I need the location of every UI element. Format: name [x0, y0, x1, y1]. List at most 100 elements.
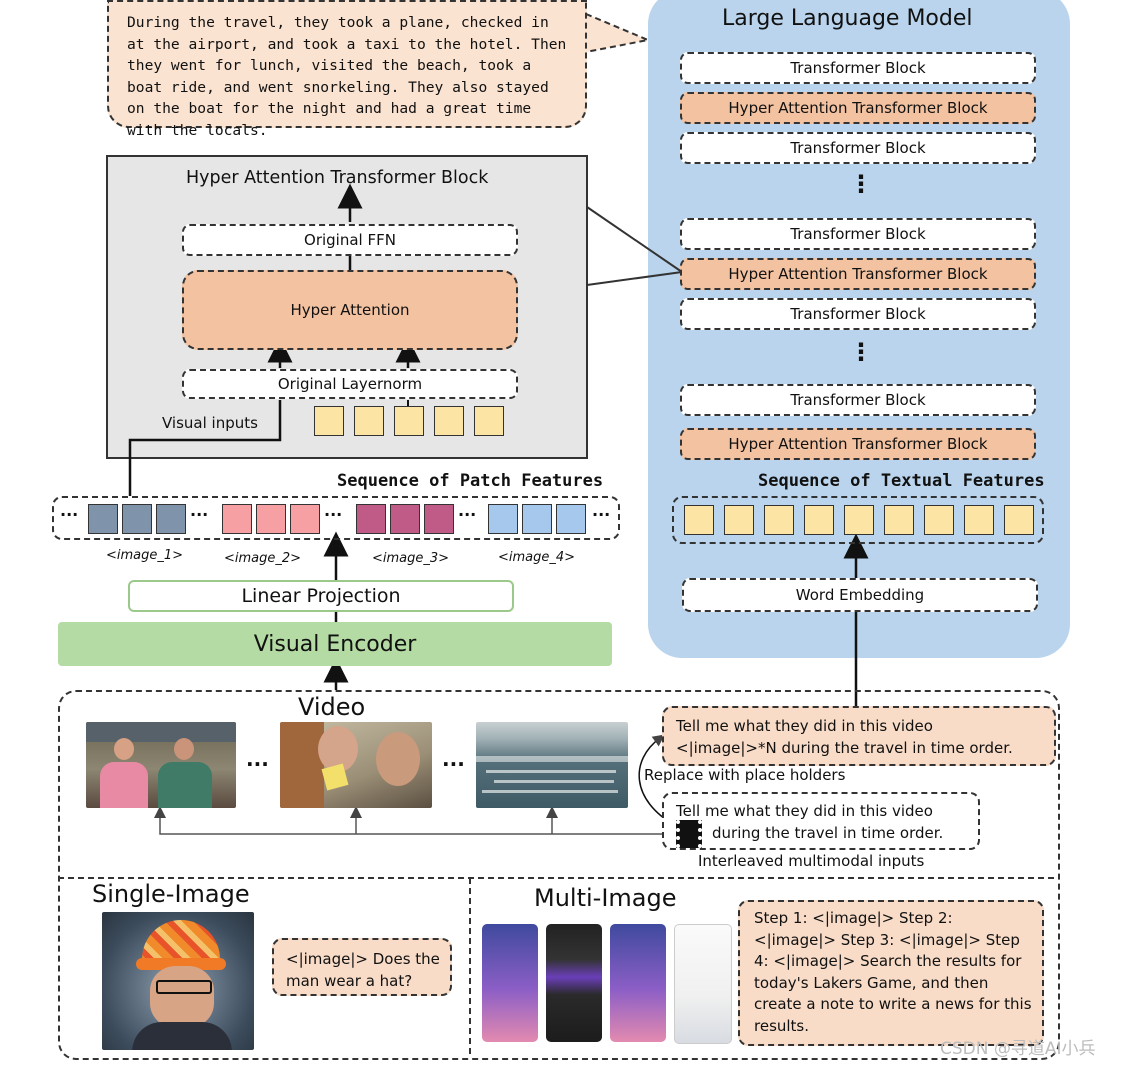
video-frame-3	[476, 722, 628, 808]
textual-token-row-inner	[314, 406, 504, 436]
text-token	[394, 406, 424, 436]
patch-sequence-title: Sequence of Patch Features	[337, 471, 604, 491]
word-embedding-box: Word Embedding	[682, 578, 1038, 612]
interleaved-prompt-box: Tell me what they did in this video duri…	[662, 792, 980, 850]
linear-projection-box: Linear Projection	[128, 580, 514, 612]
video-frame-2	[280, 722, 432, 808]
image-label-3: <image_3>	[372, 551, 450, 566]
patch-feature-image-1	[122, 504, 152, 534]
patch-ellipsis: ···	[190, 505, 209, 524]
patch-ellipsis: ···	[592, 505, 611, 524]
patch-feature-image-4	[488, 504, 518, 534]
visual-encoder-box: Visual Encoder	[58, 622, 612, 666]
image-label-2: <image_2>	[224, 551, 302, 566]
interleaved-prompt-line-1: Tell me what they did in this video	[676, 802, 933, 820]
original-ffn-box: Original FFN	[182, 224, 518, 256]
textual-feature-token	[924, 505, 954, 535]
patch-feature-image-2	[222, 504, 252, 534]
patch-feature-image-4	[522, 504, 552, 534]
textual-sequence-title: Sequence of Textual Features	[758, 471, 1045, 491]
textual-feature-token	[884, 505, 914, 535]
llm-block-label: Transformer Block	[790, 225, 926, 243]
llm-block-label: Transformer Block	[790, 139, 926, 157]
phone-screenshot-2	[546, 924, 602, 1042]
textual-feature-token	[1004, 505, 1034, 535]
llm-transformer-block: Transformer Block	[680, 52, 1036, 84]
patch-feature-image-2	[256, 504, 286, 534]
single-image-prompt-box: <|image|> Does the man wear a hat?	[272, 938, 452, 996]
textual-feature-token	[964, 505, 994, 535]
multi-image-title: Multi-Image	[534, 884, 677, 912]
llm-hyper-attention-block: Hyper Attention Transformer Block	[680, 258, 1036, 290]
visual-encoder-label: Visual Encoder	[253, 631, 417, 657]
patch-feature-image-3	[390, 504, 420, 534]
llm-transformer-block: Transformer Block	[680, 132, 1036, 164]
patch-feature-image-3	[424, 504, 454, 534]
speech-text: During the travel, they took a plane, ch…	[127, 14, 567, 139]
textual-sequence-box	[672, 496, 1044, 544]
image-label-1: <image_1>	[106, 548, 184, 563]
patch-ellipsis: ···	[324, 505, 343, 524]
llm-block-label: Hyper Attention Transformer Block	[728, 99, 988, 117]
text-token	[434, 406, 464, 436]
original-ffn-label: Original FFN	[304, 231, 396, 249]
textual-feature-token	[844, 505, 874, 535]
llm-transformer-block: Transformer Block	[680, 218, 1036, 250]
llm-hyper-attention-block: Hyper Attention Transformer Block	[680, 92, 1036, 124]
patch-feature-image-2	[290, 504, 320, 534]
llm-block-label: Transformer Block	[790, 305, 926, 323]
phone-screenshot-1	[482, 924, 538, 1042]
llm-dots-2: ⋮	[849, 338, 873, 366]
multi-image-prompt: Step 1: <|image|> Step 2: <|image|> Step…	[754, 909, 1032, 1035]
llm-block-label: Hyper Attention Transformer Block	[728, 265, 988, 283]
input-region	[58, 690, 1060, 1060]
llm-block-label: Transformer Block	[790, 59, 926, 77]
llm-hyper-attention-block: Hyper Attention Transformer Block	[680, 428, 1036, 460]
patch-sequence-box	[52, 496, 620, 540]
interleaved-inputs-label: Interleaved multimodal inputs	[698, 852, 925, 870]
phone-screenshot-4	[674, 924, 732, 1044]
original-layernorm-label: Original Layernorm	[277, 375, 423, 393]
text-token	[474, 406, 504, 436]
replace-placeholder-label: Replace with place holders	[644, 766, 846, 784]
video-ellipsis-1: ···	[246, 752, 269, 776]
placeholder-prompt-line-2: <|image|>*N during the travel in time or…	[676, 739, 1013, 757]
single-image-prompt: <|image|> Does the man wear a hat?	[286, 950, 440, 990]
placeholder-prompt-box: Tell me what they did in this video <|im…	[662, 706, 1056, 766]
output-speech-bubble: During the travel, they took a plane, ch…	[107, 0, 587, 139]
original-layernorm-box: Original Layernorm	[182, 369, 518, 399]
film-strip-icon	[676, 820, 702, 848]
video-ellipsis-2: ···	[442, 752, 465, 776]
hyper-attention-label: Hyper Attention	[290, 301, 410, 319]
multi-image-prompt-box: Step 1: <|image|> Step 2: <|image|> Step…	[738, 900, 1044, 1046]
linear-projection-label: Linear Projection	[241, 585, 401, 607]
textual-feature-token	[764, 505, 794, 535]
image-label-4: <image_4>	[498, 550, 576, 565]
llm-title: Large Language Model	[722, 6, 973, 31]
video-frame-1	[86, 722, 236, 808]
speech-tail	[585, 13, 652, 53]
textual-feature-token	[684, 505, 714, 535]
hyper-block-title: Hyper Attention Transformer Block	[186, 168, 489, 188]
patch-feature-image-1	[88, 504, 118, 534]
text-token	[354, 406, 384, 436]
llm-block-label: Transformer Block	[790, 391, 926, 409]
llm-dots-1: ⋮	[849, 170, 873, 198]
patch-ellipsis: ···	[458, 505, 477, 524]
patch-feature-image-1	[156, 504, 186, 534]
llm-transformer-block: Transformer Block	[680, 298, 1036, 330]
patch-feature-image-4	[556, 504, 586, 534]
word-embedding-label: Word Embedding	[795, 586, 925, 604]
llm-transformer-block: Transformer Block	[680, 384, 1036, 416]
single-image-photo	[102, 912, 254, 1050]
textual-feature-token	[724, 505, 754, 535]
watermark: CSDN @寻道AI小兵	[940, 1039, 1096, 1059]
visual-inputs-label: Visual inputs	[162, 414, 258, 432]
placeholder-prompt-line-1: Tell me what they did in this video	[676, 717, 933, 735]
hyper-attention-box: Hyper Attention	[182, 270, 518, 350]
textual-feature-token	[804, 505, 834, 535]
llm-block-label: Hyper Attention Transformer Block	[728, 435, 988, 453]
single-image-title: Single-Image	[92, 880, 250, 908]
text-token	[314, 406, 344, 436]
video-title: Video	[298, 693, 366, 721]
